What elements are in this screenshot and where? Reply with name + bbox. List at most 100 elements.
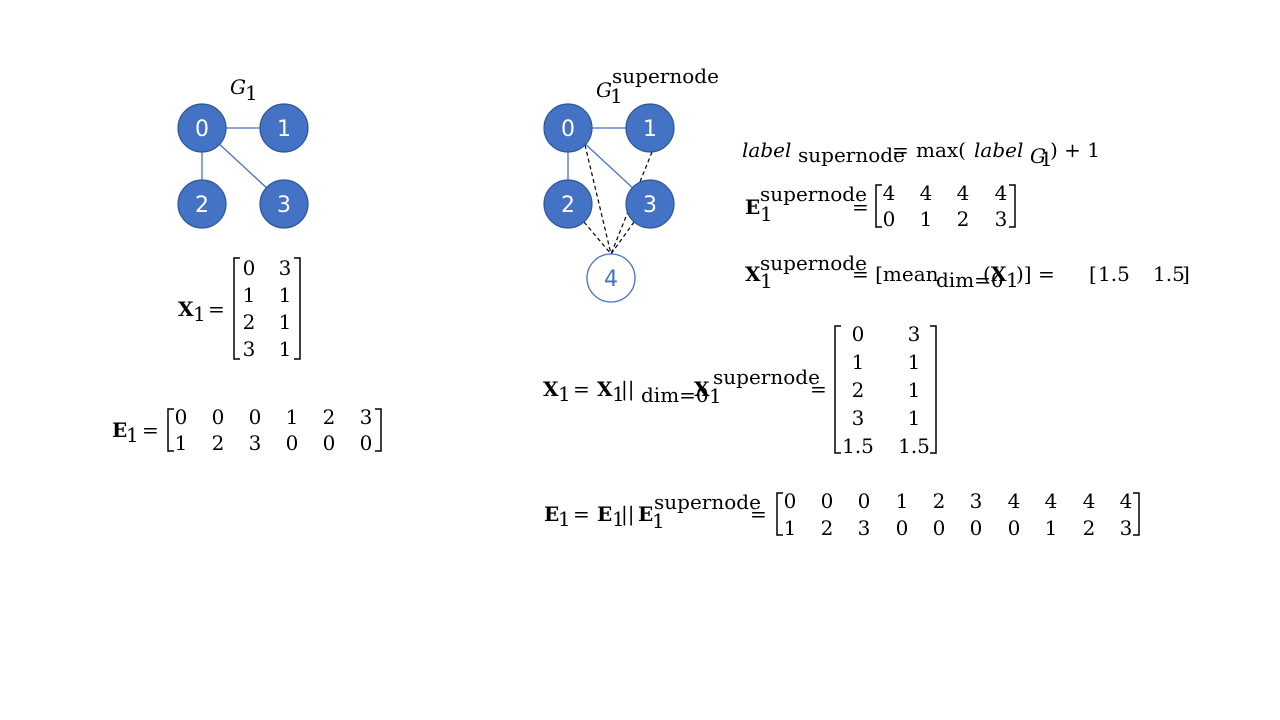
node-1	[625, 103, 675, 153]
e-concat-left-bracket	[776, 492, 783, 536]
x-concat-b-superscript: supernode	[713, 365, 820, 389]
node-2	[543, 179, 593, 229]
matrix-cell: 1	[279, 283, 292, 307]
e-concat-matrix-cells: 0 0 0 1 2 3 4 4 4 4 1 2 3 0 0 0 0 1 2 3	[784, 489, 1133, 540]
e-super-left-bracket	[875, 184, 882, 228]
matrix-cell: 0	[821, 489, 834, 513]
graph-super-title-subscript: 1	[610, 84, 623, 108]
matrix-cell: 1	[243, 283, 256, 307]
node-0-label: 0	[195, 117, 209, 142]
label-rhs-subscript: G	[1030, 144, 1046, 168]
matrix-cell: 3	[970, 489, 983, 513]
e1-subscript: 1	[126, 423, 139, 447]
x-concat-matrix-cells: 0 3 1 1 2 1 3 1 1.5 1.5	[842, 322, 930, 458]
e-concat-a-subscript: 1	[612, 507, 625, 531]
matrix-cell: 3	[908, 322, 921, 346]
matrix-cell: 0	[852, 322, 865, 346]
e-concat-lhs-subscript: 1	[558, 507, 571, 531]
x-supernode-equation: X 1 supernode = [mean dim=0 ( X 1 )] = […	[745, 251, 1190, 293]
label-equals: =	[892, 138, 909, 162]
matrix-cell: 0	[360, 431, 373, 455]
matrix-cell: 4	[995, 181, 1008, 205]
matrix-cell: 1	[908, 350, 921, 374]
matrix-cell: 0	[933, 516, 946, 540]
dashed-edge-0-4	[584, 144, 612, 255]
e-super-subscript: 1	[760, 202, 773, 226]
e-super-right-bracket	[1009, 184, 1016, 228]
x-concat-a-subscript: 1	[612, 382, 625, 406]
matrix-cell: 3	[360, 405, 373, 429]
matrix-cell: 3	[995, 207, 1008, 231]
matrix-cell: 2	[1083, 516, 1096, 540]
e1-right-bracket	[375, 408, 382, 452]
x1-equals: =	[208, 297, 225, 321]
x-super-open-bracket: [	[1089, 262, 1097, 286]
dashed-edge-1-4	[610, 151, 653, 255]
matrix-cell: 0	[883, 207, 896, 231]
matrix-cell: 4	[920, 181, 933, 205]
matrix-cell: 0	[249, 405, 262, 429]
x1-left-bracket	[233, 257, 240, 360]
matrix-cell: 3	[852, 406, 865, 430]
e-concat-b-superscript: supernode	[654, 490, 761, 514]
x-super-value: 1.5	[1153, 262, 1185, 286]
matrix-cell: 4	[1083, 489, 1096, 513]
label-rhs-subsubscript: 1	[1040, 147, 1053, 171]
matrix-cell: 1	[286, 405, 299, 429]
e-super-superscript: supernode	[760, 182, 867, 206]
matrix-cell: 2	[243, 310, 256, 334]
matrix-cell: 3	[858, 516, 871, 540]
x-super-arg-subscript: 1	[1006, 268, 1019, 292]
e-super-equals: =	[852, 195, 869, 219]
supernode-label: 4	[604, 267, 618, 292]
matrix-cell: 0	[858, 489, 871, 513]
x-concat-op: ||	[621, 377, 634, 402]
x-concat-equation: X 1 = X 1 || dim=0 X 1 supernode = 0 3 1…	[543, 322, 937, 458]
x-concat-b: X	[694, 377, 710, 401]
matrix-cell: 3	[243, 337, 256, 361]
node-3	[259, 179, 309, 229]
label-rhs: label	[974, 138, 1023, 162]
x-concat-equals-2: =	[810, 377, 827, 401]
x-super-superscript: supernode	[760, 251, 867, 275]
matrix-cell: 0	[323, 431, 336, 455]
matrix-cell: 1	[1045, 516, 1058, 540]
e1-left-bracket	[167, 408, 174, 452]
e1-equation: E 1 = 0 0 0 1 2 3 1 2 3 0 0 0	[112, 405, 382, 455]
x-concat-b-subscript: 1	[709, 384, 722, 408]
matrix-cell: 0	[1008, 516, 1021, 540]
e-concat-b: E	[638, 502, 653, 526]
matrix-cell: 1	[175, 431, 188, 455]
matrix-cell: 1	[896, 489, 909, 513]
e-concat-op: ||	[621, 502, 634, 527]
matrix-cell: 1	[279, 337, 292, 361]
matrix-cell: 1	[908, 378, 921, 402]
x-super-arg: X	[991, 262, 1007, 286]
e1-equals: =	[142, 418, 159, 442]
matrix-cell: 3	[249, 431, 262, 455]
matrix-cell: 1	[908, 406, 921, 430]
matrix-cell: 4	[1008, 489, 1021, 513]
x-concat-left-bracket	[834, 325, 841, 454]
x1-right-bracket	[294, 257, 301, 360]
e-super-symbol: E	[745, 195, 760, 219]
x-concat-lhs: X	[543, 377, 559, 401]
matrix-cell: 4	[957, 181, 970, 205]
node-1-label: 1	[643, 117, 657, 142]
matrix-cell: 2	[212, 431, 225, 455]
graph-super-title: G	[596, 78, 612, 102]
node-3-label: 3	[643, 193, 657, 218]
graph-super-title-superscript: supernode	[612, 64, 719, 88]
node-0	[177, 103, 227, 153]
x-concat-op-subscript: dim=0	[641, 383, 709, 407]
matrix-cell: 2	[933, 489, 946, 513]
node-3-label: 3	[277, 193, 291, 218]
label-max: max(	[916, 138, 966, 162]
x1-subscript: 1	[193, 302, 206, 326]
graph-g1-title-subscript: 1	[245, 81, 258, 105]
matrix-cell: 4	[1045, 489, 1058, 513]
label-plus-one: ) + 1	[1050, 138, 1100, 162]
matrix-cell: 3	[1120, 516, 1133, 540]
matrix-cell: 0	[970, 516, 983, 540]
